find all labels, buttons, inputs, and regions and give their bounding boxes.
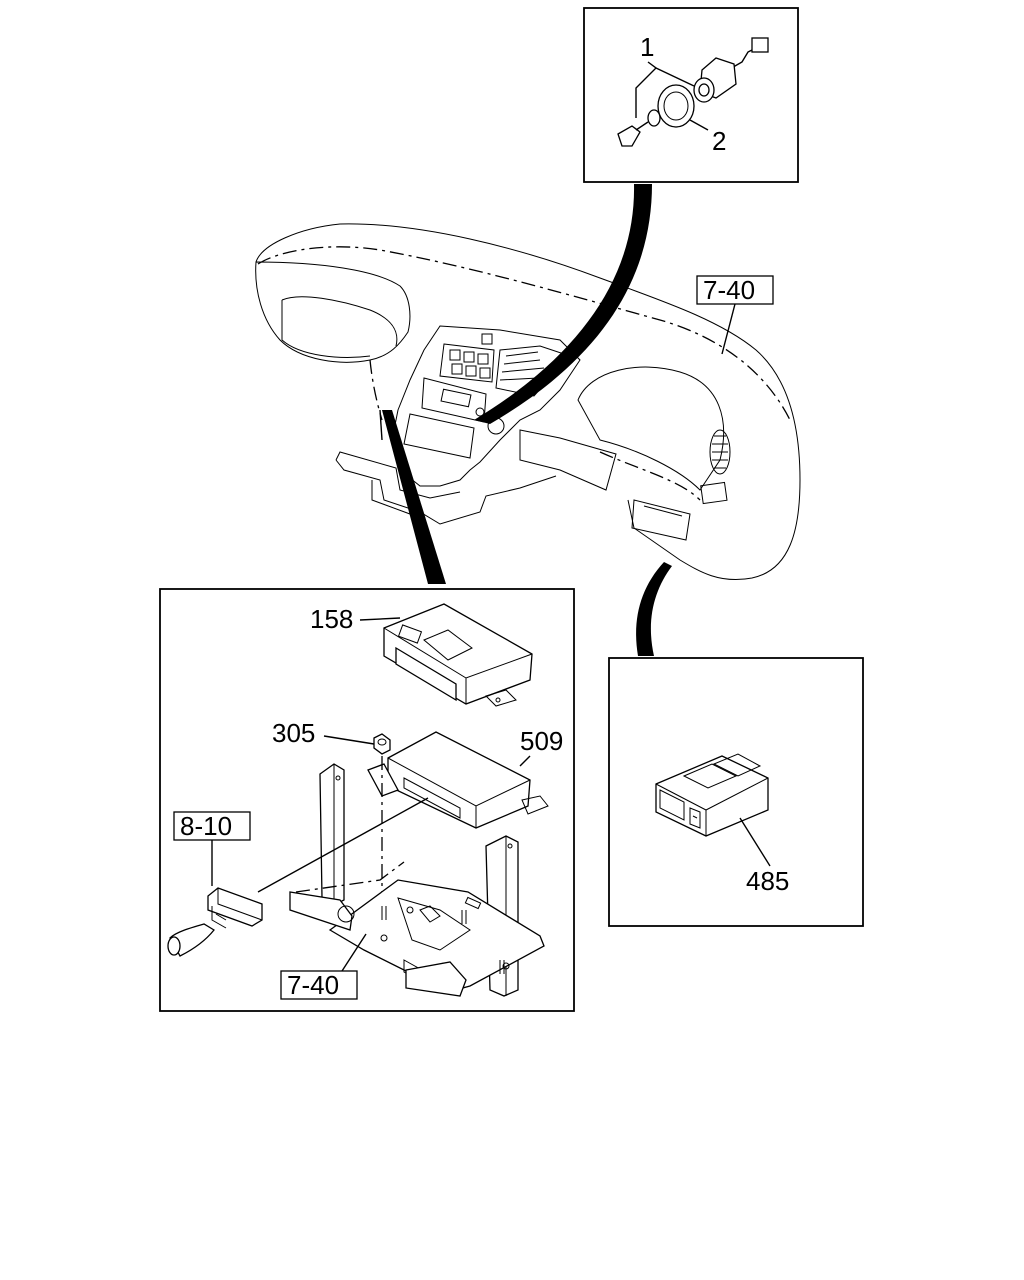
dashboard-outline	[255, 223, 801, 581]
leader-7-40-bracket	[341, 933, 367, 972]
ref-box-bracket	[280, 970, 358, 1000]
inset-control-unit	[159, 588, 575, 1012]
callout-305: 305	[272, 718, 315, 748]
callout-1: 1	[640, 32, 654, 62]
callout-485: 485	[746, 866, 789, 896]
leader-dash-to-right-inset	[636, 562, 672, 656]
callout-2: 2	[712, 126, 726, 156]
callout-158: 158	[310, 604, 353, 634]
ref-7-40-bracket: 7-40	[287, 970, 339, 1000]
leader-7-40-dash	[721, 303, 736, 355]
ref-box-dash	[696, 275, 774, 305]
callout-509: 509	[520, 726, 563, 756]
ref-box-harness	[173, 811, 251, 841]
inset-module-485	[608, 657, 864, 927]
ref-8-10-harness: 8-10	[180, 811, 232, 841]
inset-switch-assembly	[583, 7, 799, 183]
leader-console-to-inset	[382, 410, 446, 584]
ref-7-40-dash: 7-40	[703, 275, 755, 305]
leader-switch-to-dash	[474, 184, 652, 424]
